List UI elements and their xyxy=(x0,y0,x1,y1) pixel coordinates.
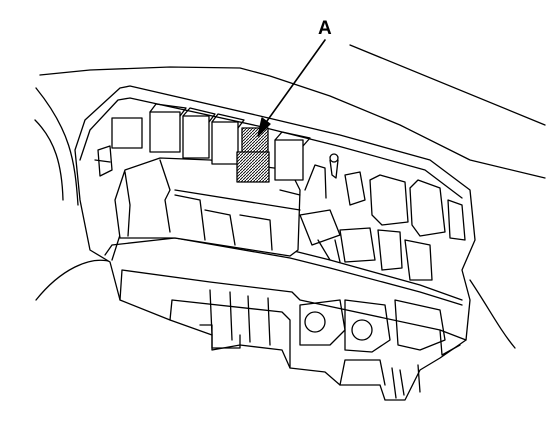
connector-blocks xyxy=(299,153,466,281)
fuse-row xyxy=(94,103,311,183)
callout-arrow xyxy=(257,39,326,137)
body-panel-lines xyxy=(34,44,546,349)
callout-label-a: A xyxy=(318,18,332,39)
